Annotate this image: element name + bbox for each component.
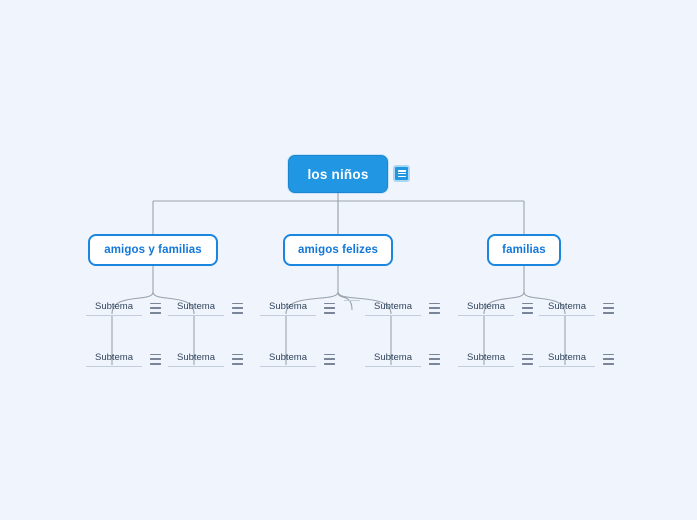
menu-line — [232, 358, 243, 360]
leaf-node-l3-3[interactable] — [344, 300, 360, 301]
leaf-label: Subtema — [539, 351, 595, 367]
menu-line — [324, 311, 335, 314]
hamburger-menu-icon[interactable] — [232, 353, 243, 365]
leaf-label: Subtema — [458, 351, 514, 367]
hamburger-menu-icon[interactable] — [429, 353, 440, 365]
leaf-node-l4-0[interactable]: Subtema — [86, 351, 161, 367]
leaf-node-l4-4[interactable]: Subtema — [458, 351, 533, 367]
menu-line — [522, 307, 533, 309]
menu-line — [324, 302, 335, 305]
menu-line — [324, 358, 335, 360]
menu-line — [429, 302, 440, 305]
menu-line — [603, 302, 614, 305]
branch-node-2[interactable]: familias — [487, 234, 561, 266]
hamburger-menu-icon[interactable] — [429, 302, 440, 314]
leaf-label: Subtema — [365, 351, 421, 367]
menu-line — [429, 358, 440, 360]
leaf-label: Subtema — [260, 351, 316, 367]
menu-line — [324, 362, 335, 365]
leaf-label: Subtema — [365, 300, 421, 316]
menu-line — [429, 311, 440, 314]
leaf-node-l4-3[interactable]: Subtema — [365, 351, 440, 367]
menu-line — [603, 353, 614, 356]
menu-line — [232, 311, 243, 314]
menu-line — [522, 311, 533, 314]
menu-line — [232, 302, 243, 305]
leaf-label: Subtema — [86, 300, 142, 316]
branch-node-1[interactable]: amigos felizes — [283, 234, 393, 266]
menu-line — [232, 353, 243, 356]
menu-line — [150, 353, 161, 356]
leaf-label: Subtema — [168, 300, 224, 316]
leaf-node-l4-5[interactable]: Subtema — [539, 351, 614, 367]
menu-line — [603, 358, 614, 360]
leaf-label — [344, 300, 360, 301]
menu-line — [232, 362, 243, 365]
menu-line — [324, 307, 335, 309]
hamburger-menu-icon[interactable] — [522, 302, 533, 314]
menu-line — [150, 307, 161, 309]
hamburger-menu-icon[interactable] — [603, 302, 614, 314]
menu-line — [397, 170, 406, 172]
leaf-node-l3-6[interactable]: Subtema — [539, 300, 614, 316]
branch-node-0[interactable]: amigos y familias — [88, 234, 218, 266]
root-node[interactable]: los niños — [288, 155, 388, 193]
hamburger-menu-icon[interactable] — [324, 353, 335, 365]
leaf-label: Subtema — [86, 351, 142, 367]
leaf-node-l4-1[interactable]: Subtema — [168, 351, 243, 367]
leaf-node-l3-2[interactable]: Subtema — [260, 300, 335, 316]
leaf-label: Subtema — [260, 300, 316, 316]
hamburger-menu-icon[interactable] — [522, 353, 533, 365]
menu-line — [232, 307, 243, 309]
leaf-node-l3-5[interactable]: Subtema — [458, 300, 533, 316]
menu-line — [150, 311, 161, 314]
menu-line — [429, 362, 440, 365]
hamburger-menu-icon[interactable] — [150, 302, 161, 314]
menu-line — [150, 302, 161, 305]
edge-curve-3 — [337, 291, 353, 311]
menu-line — [522, 362, 533, 365]
menu-line — [429, 307, 440, 309]
menu-line — [522, 358, 533, 360]
menu-line — [397, 175, 406, 177]
menu-line — [429, 353, 440, 356]
leaf-node-l3-4[interactable]: Subtema — [365, 300, 440, 316]
menu-line — [603, 307, 614, 309]
leaf-node-l3-0[interactable]: Subtema — [86, 300, 161, 316]
leaf-label: Subtema — [458, 300, 514, 316]
leaf-label: Subtema — [539, 300, 595, 316]
menu-line — [150, 358, 161, 360]
hamburger-menu-icon[interactable] — [150, 353, 161, 365]
menu-line — [603, 362, 614, 365]
hamburger-menu-icon-root[interactable] — [393, 165, 410, 182]
menu-line — [397, 172, 406, 175]
leaf-node-l4-2[interactable]: Subtema — [260, 351, 335, 367]
menu-line — [603, 311, 614, 314]
menu-line — [522, 353, 533, 356]
hamburger-menu-icon[interactable] — [324, 302, 335, 314]
hamburger-menu-icon[interactable] — [603, 353, 614, 365]
menu-line — [324, 353, 335, 356]
leaf-node-l3-1[interactable]: Subtema — [168, 300, 243, 316]
menu-line — [150, 362, 161, 365]
menu-line — [522, 302, 533, 305]
hamburger-menu-icon[interactable] — [232, 302, 243, 314]
leaf-label: Subtema — [168, 351, 224, 367]
